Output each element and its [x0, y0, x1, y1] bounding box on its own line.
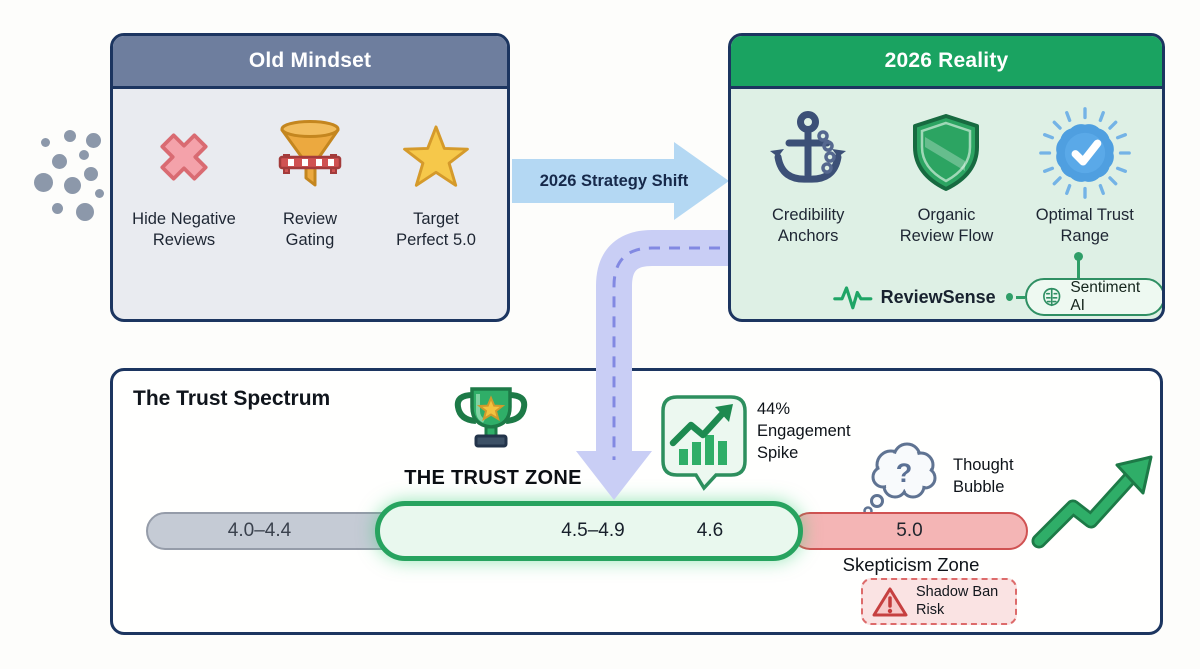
skepticism-zone-label: Skepticism Zone — [842, 554, 980, 575]
segment-skepticism: 5.0 — [791, 512, 1028, 550]
old-mindset-title: Old Mindset — [113, 36, 507, 89]
star-icon — [403, 125, 469, 187]
shadow-ban-chip: Shadow Ban Risk — [861, 578, 1017, 625]
old-item-label: Review Gating — [282, 210, 338, 250]
reviewsense-row: ReviewSense Sentiment AI — [833, 278, 1162, 316]
sentiment-ai-label: Sentiment AI — [1070, 279, 1141, 314]
trophy-icon — [454, 387, 528, 448]
warning-icon — [872, 587, 908, 616]
spectrum-title: The Trust Spectrum — [133, 387, 331, 410]
strategy-shift-label: 2026 Strategy Shift — [539, 172, 689, 190]
shield-icon — [913, 114, 980, 191]
reality-item-trust-range: Optimal Trust Range — [1019, 107, 1151, 247]
segment-trust-marker: 4.6 — [696, 520, 724, 541]
reality-item-label: Credibility Anchors — [771, 206, 845, 246]
reality-item-label: Optimal Trust Range — [1035, 206, 1134, 246]
link-line — [1015, 295, 1025, 299]
funnel-gating-icon — [278, 120, 342, 187]
verified-badge-icon — [1038, 107, 1131, 199]
old-item-hide-reviews: Hide Negative Reviews — [121, 115, 247, 251]
engagement-note: 44% Engagement Spike — [757, 400, 851, 462]
growth-chart-icon — [661, 395, 747, 491]
segment-trust-range: 4.5–4.9 — [561, 520, 625, 541]
trust-zone-label: THE TRUST ZONE — [404, 467, 582, 489]
reviewsense-label: ReviewSense — [880, 286, 996, 307]
old-item-perfect-five: Target Perfect 5.0 — [373, 115, 499, 251]
old-item-label: Hide Negative Reviews — [132, 210, 236, 250]
link-dot — [1005, 293, 1013, 301]
connector-line — [1077, 260, 1080, 280]
reality-card: 2026 Reality Credibilit — [728, 33, 1165, 322]
reality-item-label: Organic Review Flow — [899, 206, 994, 246]
svg-text:?: ? — [896, 458, 913, 488]
anchor-icon — [770, 111, 847, 183]
uptrend-arrow-icon — [1031, 455, 1153, 549]
old-item-label: Target Perfect 5.0 — [396, 210, 476, 250]
reality-item-anchors: Credibility Anchors — [742, 111, 874, 247]
brain-icon — [1042, 287, 1061, 307]
sentiment-ai-badge: Sentiment AI — [1024, 278, 1162, 316]
old-mindset-card: Old Mindset Hide Negative Reviews — [110, 33, 510, 322]
shadow-ban-note: Shadow Ban Risk — [916, 584, 999, 618]
thought-bubble-icon: ? — [863, 442, 937, 516]
segment-caution-range: 4.0–4.4 — [227, 520, 292, 541]
strategy-shift-arrow — [512, 142, 729, 220]
pulse-icon — [833, 286, 873, 310]
old-item-review-gating: Review Gating — [247, 115, 373, 251]
connector-dot — [1074, 252, 1083, 261]
trust-spectrum-panel: The Trust Spectrum THE TRUST ZONE 44% En… — [110, 368, 1163, 635]
x-icon — [160, 133, 208, 181]
reality-title: 2026 Reality — [731, 36, 1162, 89]
segment-trust-zone: 4.5–4.9 4.6 — [375, 501, 803, 561]
reality-item-organic-flow: Organic Review Flow — [880, 111, 1012, 247]
segment-skepticism-range: 5.0 — [896, 520, 923, 541]
thought-note: Thought Bubble — [953, 456, 1014, 496]
